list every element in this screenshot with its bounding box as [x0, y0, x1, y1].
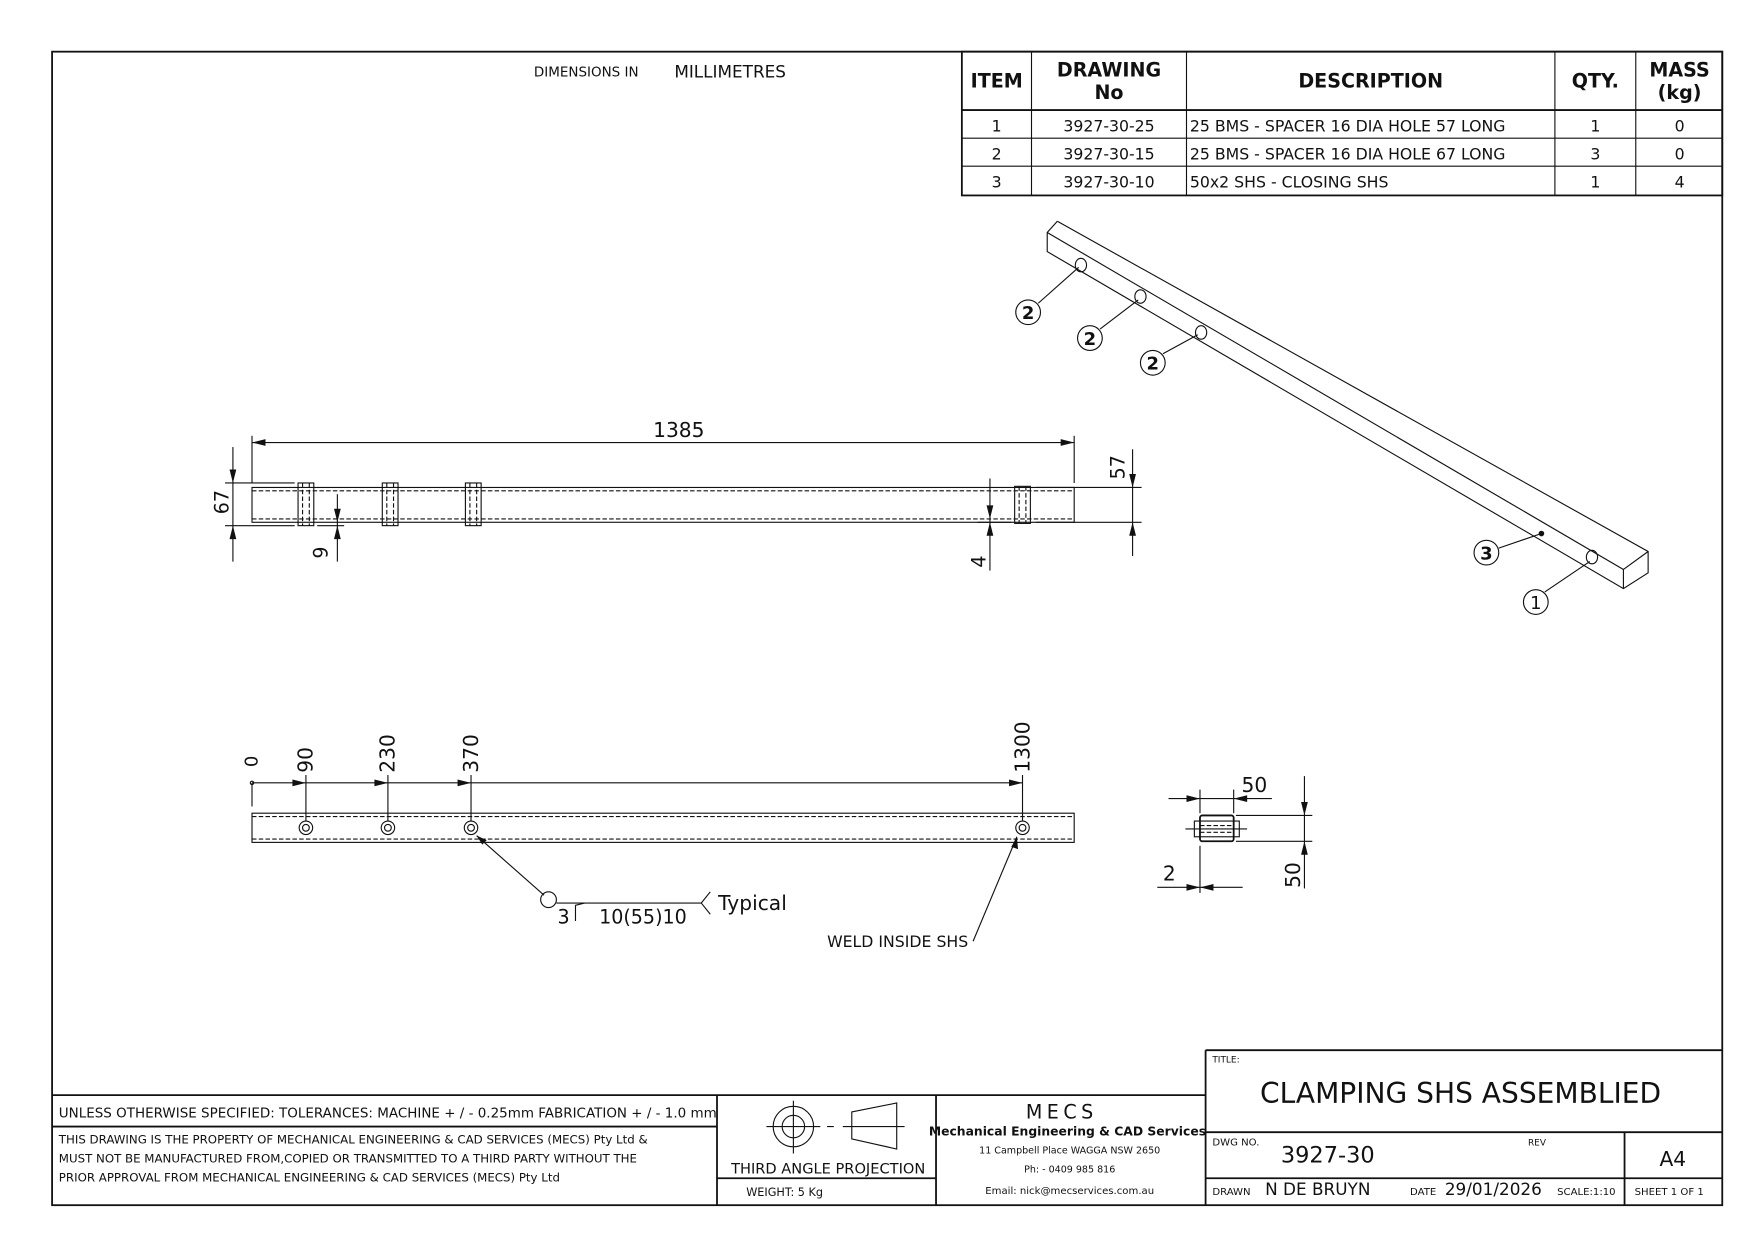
- weld-size: 3: [558, 905, 570, 928]
- dwg-no-label: DWG NO.: [1212, 1138, 1259, 1149]
- rev-label: REV: [1528, 1139, 1547, 1149]
- sheet-size: A4: [1659, 1147, 1686, 1171]
- tolerances-note: UNLESS OTHERWISE SPECIFIED: TOLERANCES: …: [59, 1106, 717, 1122]
- row-item: 2: [992, 144, 1002, 163]
- bom-table: ITEM DRAWING No DESCRIPTION QTY. MASS (k…: [960, 50, 1724, 197]
- row-mass: 0: [1675, 116, 1685, 135]
- row-qty: 1: [1590, 116, 1600, 135]
- property-note-3: PRIOR APPROVAL FROM MECHANICAL ENGINEERI…: [59, 1171, 560, 1185]
- bom-header-drawing: DRAWING: [1057, 58, 1161, 81]
- weld-note: Typical: [717, 891, 787, 915]
- row-drawing: 3927-30-10: [1063, 173, 1154, 192]
- scale: SCALE:1:10: [1557, 1187, 1615, 1198]
- weight-label: WEIGHT: 5 Kg: [746, 1186, 823, 1199]
- row-item: 1: [992, 116, 1002, 135]
- weld-inside-note: WELD INSIDE SHS: [827, 932, 968, 951]
- svg-text:2: 2: [1084, 329, 1097, 350]
- weld-symbol: 3 10(55)10 Typical: [476, 835, 787, 928]
- ordinate-90: 90: [294, 747, 318, 773]
- property-note-1: THIS DRAWING IS THE PROPERTY OF MECHANIC…: [58, 1132, 648, 1146]
- row-description: 50x2 SHS - CLOSING SHS: [1190, 173, 1389, 192]
- units-label: MILLIMETRES: [674, 62, 786, 82]
- dim-right-spacer: 57: [1107, 455, 1130, 479]
- property-note-2: MUST NOT BE MANUFACTURED FROM,COPIED OR …: [59, 1152, 637, 1166]
- section-view: 50 50 2: [1157, 773, 1313, 893]
- row-drawing: 3927-30-25: [1063, 116, 1154, 135]
- balloon: 2: [1015, 299, 1042, 326]
- svg-text:3: 3: [1480, 543, 1493, 564]
- table-row: 3 3927-30-10 50x2 SHS - CLOSING SHS 1 4: [992, 173, 1685, 192]
- weld-pattern: 10(55)10: [599, 905, 687, 928]
- bom-header-drawing-no: No: [1094, 81, 1123, 104]
- row-description: 25 BMS - SPACER 16 DIA HOLE 57 LONG: [1190, 116, 1506, 135]
- row-mass: 4: [1675, 173, 1685, 192]
- company-phone: Ph: - 0409 985 816: [1024, 1165, 1115, 1176]
- drawn-by: N DE BRUYN: [1265, 1179, 1370, 1199]
- dim-section-height: 50: [1281, 862, 1305, 888]
- sheet-number: SHEET 1 OF 1: [1635, 1187, 1704, 1198]
- company-email: Email: nick@mecservices.com.au: [985, 1186, 1154, 1197]
- balloon: 3: [1473, 539, 1500, 566]
- dim-left-spacer: 67: [210, 490, 233, 514]
- front-view: 1385 67 9 4 57: [210, 418, 1142, 571]
- table-row: 1 3927-30-25 25 BMS - SPACER 16 DIA HOLE…: [992, 116, 1685, 135]
- balloon: 2: [1139, 349, 1166, 376]
- table-row: 2 3927-30-15 25 BMS - SPACER 16 DIA HOLE…: [992, 144, 1685, 163]
- row-mass: 0: [1675, 144, 1685, 163]
- sheet-border: [51, 50, 1724, 1207]
- bom-header-mass-unit: (kg): [1658, 81, 1702, 104]
- spacer-holes: [1074, 257, 1599, 565]
- svg-text:2: 2: [1147, 354, 1160, 375]
- dim-gap-left: 9: [309, 547, 332, 559]
- row-description: 25 BMS - SPACER 16 DIA HOLE 67 LONG: [1190, 144, 1506, 163]
- row-qty: 3: [1590, 144, 1600, 163]
- projection-label: THIRD ANGLE PROJECTION: [730, 1161, 925, 1178]
- dimensions-label: DIMENSIONS IN: [534, 64, 639, 80]
- drawn-label: DRAWN: [1212, 1187, 1250, 1198]
- company-logo: MECS: [1026, 1101, 1098, 1124]
- svg-text:1: 1: [1530, 593, 1541, 614]
- spacers: [297, 482, 1031, 527]
- svg-text:2: 2: [1022, 303, 1035, 324]
- company-address: 11 Campbell Place WAGGA NSW 2650: [979, 1146, 1160, 1157]
- title-label: TITLE:: [1211, 1056, 1239, 1066]
- isometric-view: 2 2 2 3 1: [1015, 220, 1649, 615]
- plan-view: 0 90 230 370 1300 3 10(55)10 Typical WEL…: [242, 721, 1075, 951]
- ordinate-0: 0: [242, 756, 263, 767]
- title-block: UNLESS OTHERWISE SPECIFIED: TOLERANCES: …: [52, 1049, 1723, 1206]
- ordinate-230: 230: [376, 734, 400, 773]
- company-name: Mechanical Engineering & CAD Services: [929, 1125, 1206, 1139]
- dim-section-wall: 2: [1163, 862, 1176, 886]
- row-qty: 1: [1590, 173, 1600, 192]
- dim-overall-length: 1385: [653, 418, 704, 442]
- row-item: 3: [992, 173, 1002, 192]
- bom-header-mass: MASS: [1649, 58, 1709, 81]
- bom-header-item: ITEM: [971, 70, 1023, 93]
- spacer-holes: [298, 820, 1030, 836]
- balloon: 1: [1522, 589, 1549, 615]
- balloon-leaders: [1037, 266, 1591, 593]
- dim-section-width: 50: [1242, 773, 1268, 797]
- bom-header-qty: QTY.: [1572, 70, 1619, 93]
- drawing-title: CLAMPING SHS ASSEMBLIED: [1260, 1077, 1661, 1110]
- bom-header-description: DESCRIPTION: [1298, 70, 1443, 93]
- third-angle-projection-icon: [766, 1100, 905, 1154]
- ordinate-1300: 1300: [1010, 721, 1034, 772]
- ordinate-370: 370: [459, 734, 483, 773]
- dim-gap-right: 4: [967, 556, 990, 568]
- row-drawing: 3927-30-15: [1063, 144, 1154, 163]
- balloon: 2: [1076, 325, 1103, 351]
- dwg-no: 3927-30: [1281, 1143, 1375, 1169]
- date: 29/01/2026: [1445, 1179, 1542, 1199]
- date-label: DATE: [1410, 1187, 1436, 1198]
